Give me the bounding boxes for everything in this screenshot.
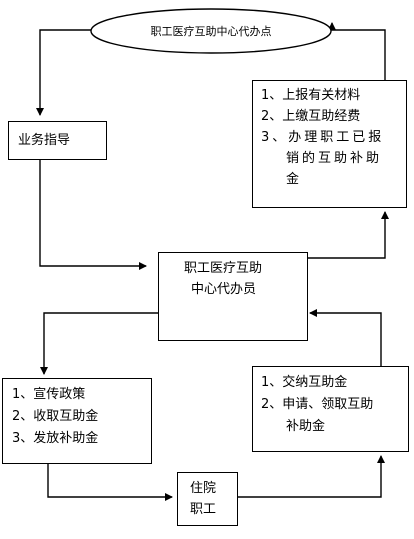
arrow-payment-to-agent <box>309 309 382 366</box>
payment-box: 1、交纳互助金 2、申请、领取互助 补助金 <box>252 366 409 452</box>
arrow-agent-to-publicity <box>40 312 158 375</box>
arrow-agent-to-report <box>308 211 389 259</box>
arrow-inpatient-to-payment <box>238 455 385 498</box>
arrow-top-to-guide <box>36 29 91 116</box>
payment-item-2: 2、申请、领取互助 <box>261 397 374 412</box>
arrow-report-to-top <box>328 22 386 80</box>
agent-line-1: 职工医疗互助 <box>184 261 263 276</box>
publicity-item-3: 3、发放补助金 <box>12 431 99 446</box>
guide-box: 业务指导 <box>8 121 107 160</box>
inpatient-line-2: 职工 <box>190 502 217 517</box>
report-item-3: 3、办理职工已报 <box>261 130 385 145</box>
report-item-1: 1、上报有关材料 <box>261 88 361 103</box>
report-item-3-cont: 销的互助补助 <box>286 151 383 166</box>
guide-label: 业务指导 <box>18 133 71 148</box>
publicity-item-1: 1、宣传政策 <box>12 387 86 402</box>
top-ellipse-shape <box>90 8 332 54</box>
publicity-box: 1、宣传政策 2、收取互助金 3、发放补助金 <box>2 378 152 464</box>
inpatient-box: 住院 职工 <box>177 472 238 526</box>
report-box: 1、上报有关材料 2、上缴互助经费 3、办理职工已报 销的互助补助 金 <box>252 80 407 208</box>
agent-line-2: 中心代办员 <box>191 282 257 297</box>
agent-box: 职工医疗互助 中心代办员 <box>158 252 308 341</box>
inpatient-line-1: 住院 <box>190 481 217 496</box>
publicity-item-2: 2、收取互助金 <box>12 409 99 424</box>
payment-item-1: 1、交纳互助金 <box>261 375 348 390</box>
payment-item-2-cont: 补助金 <box>286 419 326 434</box>
arrow-publicity-to-inpatient <box>47 463 173 501</box>
report-item-2: 2、上缴互助经费 <box>261 109 361 124</box>
report-item-3-end: 金 <box>286 172 300 187</box>
top-node-label: 职工医疗互助中心代办点 <box>150 25 272 38</box>
arrow-guide-to-agent <box>39 160 147 270</box>
